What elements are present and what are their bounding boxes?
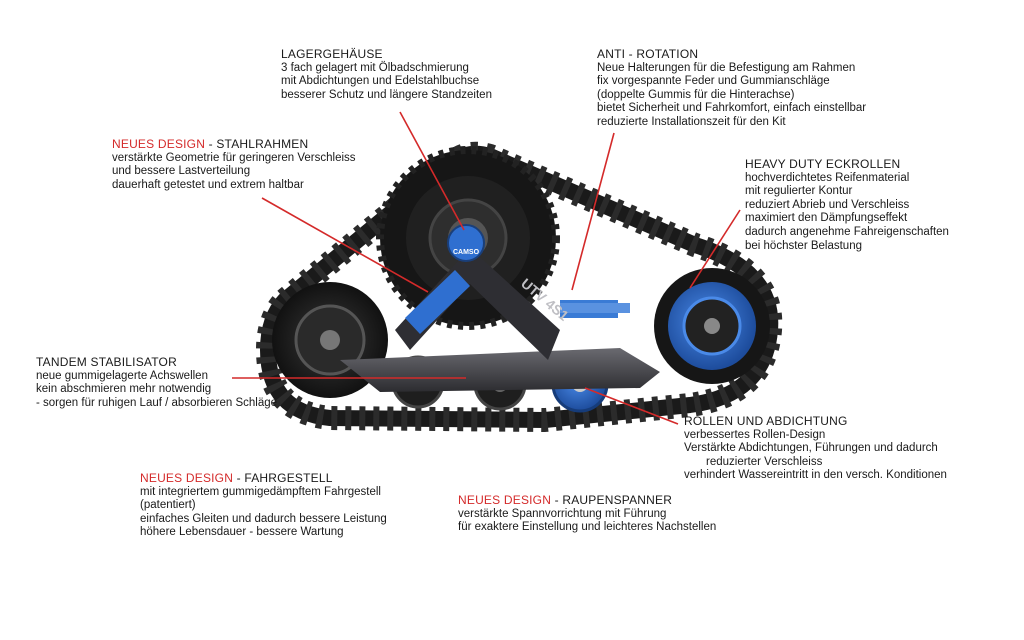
callout-steel-frame: NEUES DESIGN - STAHLRAHMEN verstärkte Ge…	[112, 137, 356, 192]
callout-chassis-title: NEUES DESIGN - FAHRGESTELL	[140, 471, 387, 486]
callout-chassis-line: mit integriertem gummigedämpftem Fahrges…	[140, 485, 381, 498]
callout-track-tensioner-title-rest: - RAUPENSPANNER	[551, 493, 673, 507]
callout-anti-rotation-title: ANTI - ROTATION	[597, 47, 699, 61]
callout-corner-rollers: HEAVY DUTY ECKROLLEN hochverdichtetes Re…	[745, 157, 949, 253]
callout-rollers-sealing: ROLLEN UND ABDICHTUNG verbessertes Rolle…	[684, 414, 947, 483]
callout-rollers-sealing-line: verbessertes Rollen-Design	[684, 428, 826, 441]
callout-chassis-title-rest: - FAHRGESTELL	[233, 471, 333, 485]
callout-corner-rollers-line: maximiert den Dämpfungseffekt	[745, 212, 908, 225]
callout-tandem-stabilizer-line: neue gummigelagerte Achswellen	[36, 369, 208, 382]
callout-rollers-sealing-line: reduzierter Verschleiss	[706, 455, 823, 468]
callout-tandem-stabilizer-line: - sorgen für ruhigen Lauf / absorbieren …	[36, 396, 278, 409]
steel-frame	[340, 224, 660, 392]
callout-corner-rollers-line: mit regulierter Kontur	[745, 185, 853, 198]
callout-corner-rollers-line: dadurch angenehme Fahreigenschaften	[745, 225, 949, 238]
callout-anti-rotation: ANTI - ROTATION Neue Halterungen für die…	[597, 47, 867, 130]
callout-corner-rollers-line: reduziert Abrieb und Verschleiss	[745, 198, 910, 211]
rear-corner-wheel	[654, 268, 770, 384]
callout-bearing-housing: LAGERGEHÄUSE 3 fach gelagert mit Ölbadsc…	[281, 47, 492, 102]
callout-bearing-housing-title: LAGERGEHÄUSE	[281, 47, 383, 61]
callout-track-tensioner: NEUES DESIGN - RAUPENSPANNER verstärkte …	[458, 493, 717, 535]
callout-rollers-sealing-title: ROLLEN UND ABDICHTUNG	[684, 414, 848, 428]
callout-chassis-line: höhere Lebensdauer - bessere Wartung	[140, 526, 344, 539]
callout-leader-lines	[232, 111, 741, 425]
callout-chassis-line: (patentiert)	[140, 499, 196, 512]
callout-chassis-line: einfaches Gleiten und dadurch bessere Le…	[140, 512, 387, 525]
callout-chassis: NEUES DESIGN - FAHRGESTELL mit integrier…	[140, 471, 387, 540]
callout-tandem-stabilizer-line: kein abschmieren mehr notwendig	[36, 383, 212, 396]
callout-track-tensioner-line: verstärkte Spannvorrichtung mit Führung	[458, 507, 667, 520]
new-design-label: NEUES DESIGN	[112, 137, 206, 151]
callout-anti-rotation-line: Neue Halterungen für die Befestigung am …	[597, 61, 856, 74]
callout-steel-frame-line: dauerhaft getestet und extrem haltbar	[112, 178, 304, 191]
callout-steel-frame-title: NEUES DESIGN - STAHLRAHMEN	[112, 137, 356, 152]
callout-anti-rotation-line: (doppelte Gummis für die Hinterachse)	[597, 88, 795, 101]
callout-corner-rollers-title: HEAVY DUTY ECKROLLEN	[745, 157, 901, 171]
callout-anti-rotation-line: reduzierte Installationszeit für den Kit	[597, 115, 786, 128]
new-design-label: NEUES DESIGN	[458, 493, 552, 507]
callout-anti-rotation-line: fix vorgespannte Feder und Gummianschläg…	[597, 75, 830, 88]
callout-tandem-stabilizer: TANDEM STABILISATOR neue gummigelagerte …	[36, 355, 278, 410]
callout-steel-frame-line: verstärkte Geometrie für geringeren Vers…	[112, 151, 356, 164]
new-design-label: NEUES DESIGN	[140, 471, 234, 485]
brand-logo: CAMSO	[453, 249, 480, 256]
callout-rollers-sealing-line: Verstärkte Abdichtungen, Führungen und d…	[684, 442, 938, 455]
callout-tandem-stabilizer-title: TANDEM STABILISATOR	[36, 355, 177, 369]
callout-track-tensioner-line: für exaktere Einstellung und leichteres …	[458, 521, 717, 534]
callout-track-tensioner-title: NEUES DESIGN - RAUPENSPANNER	[458, 493, 716, 508]
callout-bearing-housing-line: 3 fach gelagert mit Ölbadschmierung	[281, 61, 469, 74]
callout-rollers-sealing-line: verhindert Wassereintritt in den versch.…	[684, 469, 947, 482]
callout-bearing-housing-line: mit Abdichtungen und Edelstahlbuchse	[281, 75, 480, 88]
callout-anti-rotation-line: bietet Sicherheit und Fahrkomfort, einfa…	[597, 102, 867, 115]
callout-steel-frame-title-rest: - STAHLRAHMEN	[205, 137, 309, 151]
callout-corner-rollers-line: hochverdichtetes Reifenmaterial	[745, 171, 910, 184]
callout-bearing-housing-line: besserer Schutz und längere Standzeiten	[281, 88, 492, 101]
callout-corner-rollers-line: bei höchster Belastung	[745, 239, 862, 252]
callout-steel-frame-line: und bessere Lastverteilung	[112, 165, 251, 178]
